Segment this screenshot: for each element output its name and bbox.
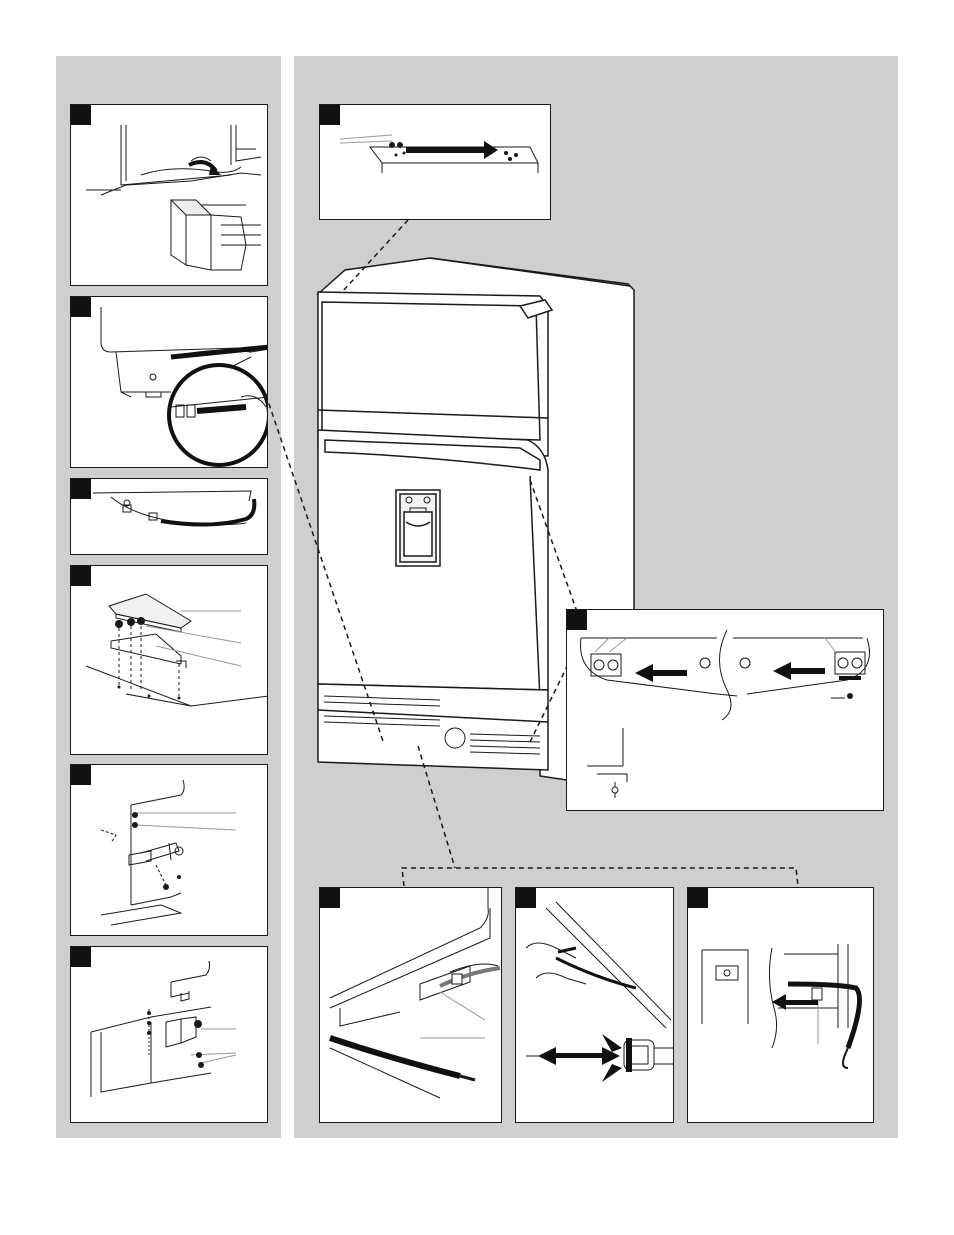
callout-quick-connect [515, 887, 674, 1123]
lower-water-line-illustration [320, 888, 502, 1123]
quick-connect-illustration [516, 888, 674, 1123]
callout-lower-water-line [319, 887, 502, 1123]
callout-door-hinge-plugs [566, 609, 884, 811]
top-hinge-arrow-illustration [320, 105, 551, 220]
callout-top-hinge-holes [319, 104, 551, 220]
callout-tube-clip [687, 887, 874, 1123]
tube-clip-illustration [688, 888, 874, 1123]
door-hinge-plugs-illustration [567, 610, 884, 811]
